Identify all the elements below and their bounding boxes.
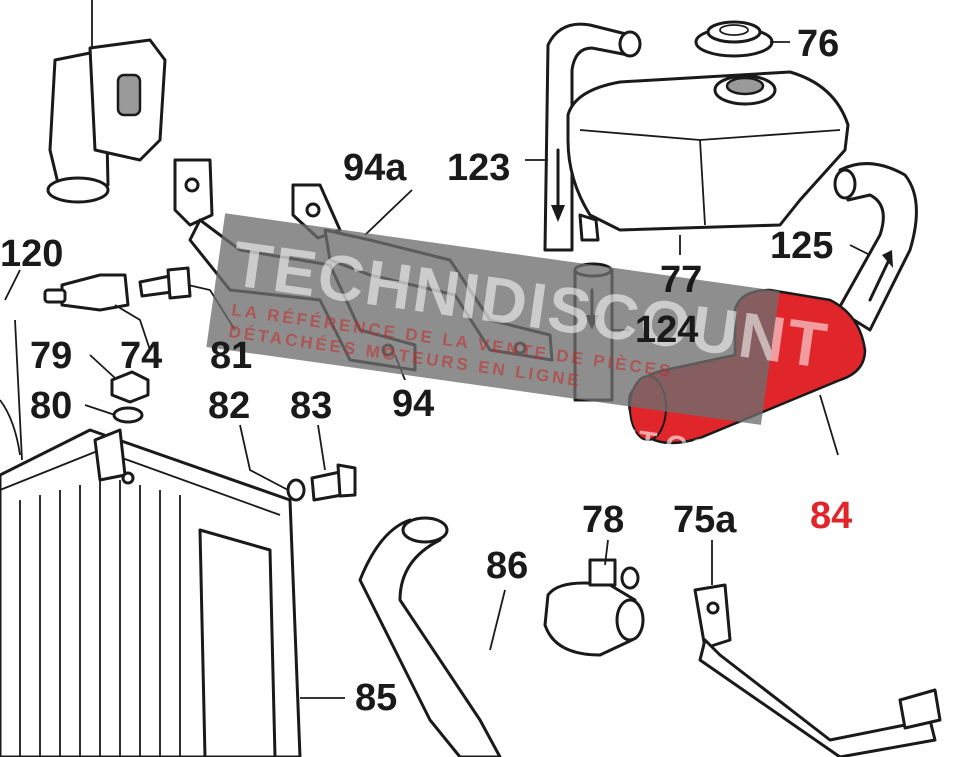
watermark-panel	[206, 213, 780, 425]
label-86: 86	[486, 545, 528, 587]
label-74: 74	[120, 335, 162, 377]
fitting-78	[543, 558, 645, 657]
label-75a: 75a	[673, 499, 737, 541]
label-85: 85	[355, 677, 397, 719]
washer-80	[112, 406, 144, 424]
thermostat-housing	[46, 0, 167, 204]
label-81: 81	[210, 335, 252, 377]
label-77: 77	[660, 259, 702, 301]
nut-79	[110, 370, 150, 404]
hose-123	[543, 22, 642, 252]
part-labels: 120 94a 123 76 125 77 124 79 74 81 94 80…	[0, 23, 852, 719]
label-79: 79	[30, 335, 72, 377]
washer-82	[286, 478, 306, 502]
hose-125	[833, 162, 918, 332]
bolt-81	[138, 266, 192, 300]
label-125: 125	[770, 225, 833, 267]
label-94a: 94a	[343, 147, 407, 189]
label-80: 80	[30, 385, 72, 427]
expansion-tank-77	[566, 70, 850, 242]
label-120: 120	[0, 233, 63, 275]
radiator-85	[0, 319, 302, 757]
label-78: 78	[582, 499, 624, 541]
bracket-75a	[693, 583, 942, 757]
label-76: 76	[797, 23, 839, 65]
sensor-74	[43, 273, 130, 312]
watermark: TECHNIDISCOUNT LA RÉFÉRENCE DE LA VENTE …	[206, 213, 833, 472]
label-83: 83	[290, 385, 332, 427]
label-123: 123	[447, 147, 510, 189]
label-82: 82	[208, 385, 250, 427]
bolt-83	[310, 463, 357, 502]
label-84-highlighted: 84	[810, 495, 852, 537]
label-94: 94	[392, 383, 434, 425]
radiator-cap-76	[694, 20, 774, 58]
label-124: 124	[635, 309, 698, 351]
hose-86	[358, 516, 502, 757]
